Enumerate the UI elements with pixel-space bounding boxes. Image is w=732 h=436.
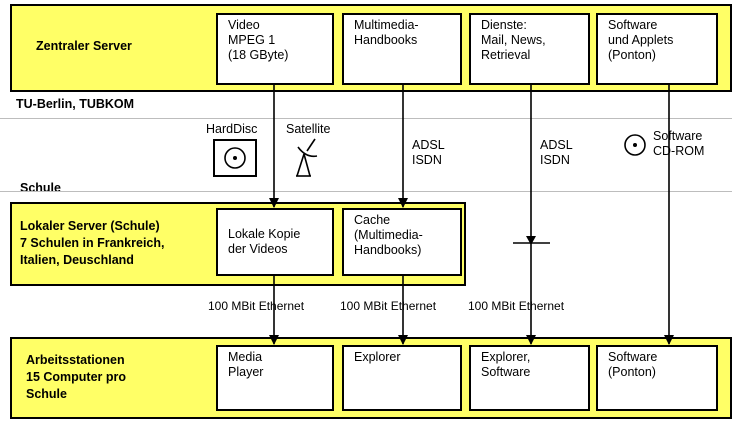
bypass-arrowhead — [526, 236, 536, 245]
divider-line-top — [0, 118, 732, 119]
box-software-applets: Software und Applets (Ponton) — [596, 13, 718, 85]
adsl-isdn-label-1: ADSL ISDN — [412, 138, 445, 167]
box-cache: Cache (Multimedia- Handbooks) — [342, 208, 462, 276]
box-explorer: Explorer — [342, 345, 462, 411]
software-cdrom-label: Software CD-ROM — [653, 129, 705, 158]
box-explorer-software: Explorer, Software — [469, 345, 590, 411]
ethernet-label-3: 100 MBit Ethernet — [468, 299, 565, 313]
ethernet-label-1: 100 MBit Ethernet — [208, 299, 305, 313]
box-dienste: Dienste: Mail, News, Retrieval — [469, 13, 590, 85]
box-media-player: Media Player — [216, 345, 334, 411]
harddisc-label: HardDisc — [206, 122, 258, 136]
tu-berlin-label: TU-Berlin, TUBKOM — [16, 97, 135, 111]
divider-line-middle — [0, 191, 732, 192]
satellite-icon — [296, 138, 318, 177]
box-software-ponton: Software (Ponton) — [596, 345, 718, 411]
satellite-label: Satellite — [286, 122, 331, 136]
box-lokale-kopie: Lokale Kopie der Videos — [216, 208, 334, 276]
box-video-mpeg: Video MPEG 1 (18 GByte) — [216, 13, 334, 85]
ethernet-label-2: 100 MBit Ethernet — [340, 299, 437, 313]
adsl-isdn-label-2: ADSL ISDN — [540, 138, 573, 167]
workstations-label: Arbeitsstationen 15 Computer pro Schule — [26, 353, 127, 401]
central-server-label: Zentraler Server — [36, 39, 132, 53]
local-server-label: Lokaler Server (Schule) 7 Schulen in Fra… — [20, 219, 165, 267]
box-multimedia-handbooks: Multimedia- Handbooks — [342, 13, 462, 85]
